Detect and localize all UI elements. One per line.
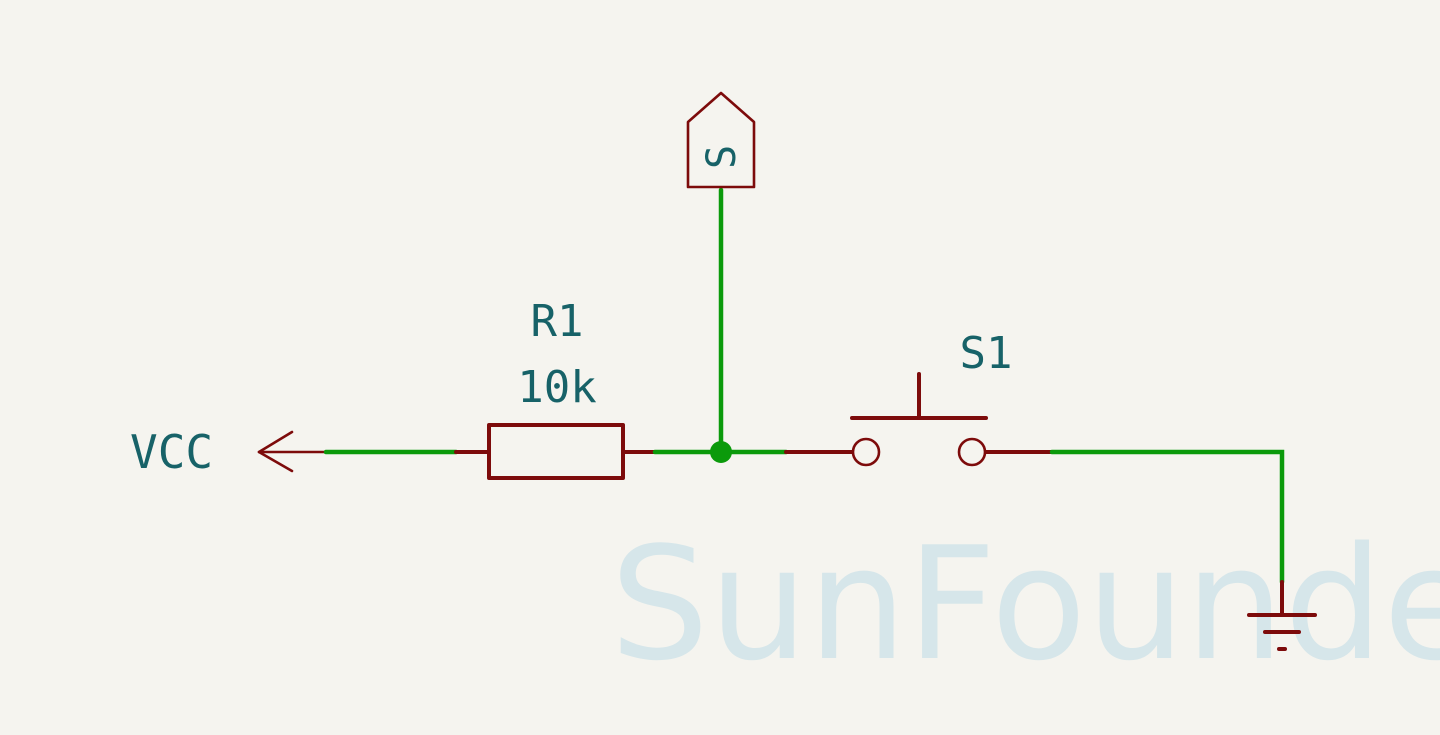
vcc-power-symbol[interactable] xyxy=(257,430,328,473)
signal-port-s[interactable] xyxy=(686,91,756,189)
junction-dot xyxy=(710,441,732,463)
watermark: SunFounder xyxy=(610,513,1440,695)
resistor-value: 10k xyxy=(517,362,596,413)
switch-ref: S1 xyxy=(960,328,1013,379)
resistor-ref: R1 xyxy=(531,296,584,347)
resistor-r1[interactable] xyxy=(454,423,657,480)
switch-s1[interactable] xyxy=(784,372,1054,467)
wire-s1-gnd[interactable] xyxy=(1049,449,1285,585)
signal-label: S xyxy=(699,145,745,169)
vcc-label: VCC xyxy=(130,425,213,479)
ground-symbol[interactable] xyxy=(1247,580,1317,651)
